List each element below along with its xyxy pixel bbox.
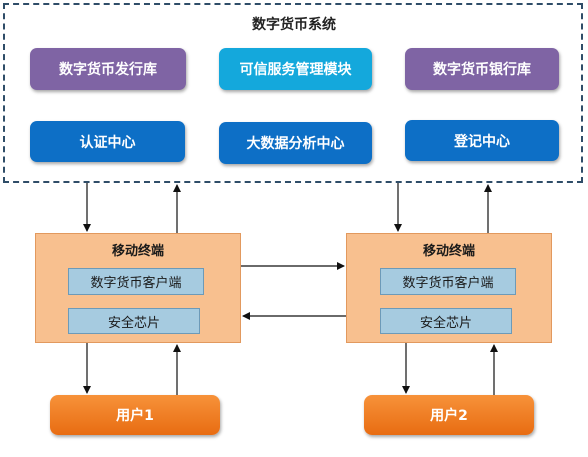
- digital-currency-system-boundary: [3, 3, 583, 183]
- wallet-client-right: 数字货币客户端: [380, 268, 516, 295]
- trusted-service-module: 可信服务管理模块: [219, 48, 372, 90]
- wallet-client-left: 数字货币客户端: [68, 268, 204, 295]
- issuance-db-module: 数字货币发行库: [30, 48, 186, 90]
- registry-center-module: 登记中心: [405, 120, 559, 161]
- secure-chip-right: 安全芯片: [380, 308, 512, 334]
- secure-chip-left: 安全芯片: [68, 308, 200, 334]
- bigdata-center-module: 大数据分析中心: [219, 122, 372, 164]
- system-title: 数字货币系统: [252, 17, 336, 33]
- user-1-node: 用户1: [50, 395, 220, 435]
- auth-center-module: 认证中心: [30, 121, 185, 162]
- bank-db-module: 数字货币银行库: [405, 48, 559, 90]
- mobile-terminal-right-title: 移动终端: [422, 244, 475, 259]
- user-2-node: 用户2: [364, 395, 534, 435]
- mobile-terminal-left-title: 移动终端: [111, 244, 164, 259]
